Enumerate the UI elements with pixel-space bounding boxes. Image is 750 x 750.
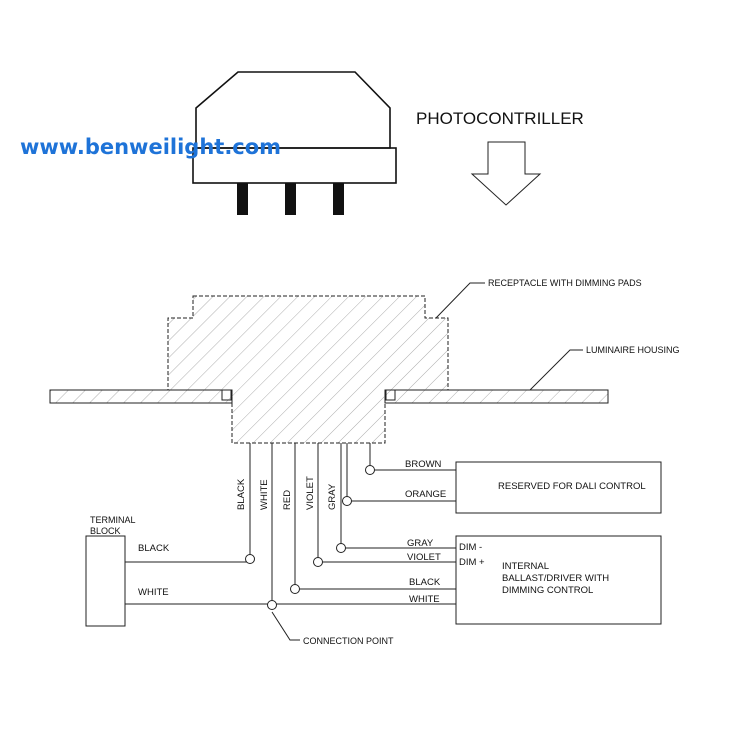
receptacle-body [167,295,449,444]
orange-wire-label: ORANGE [405,489,446,500]
ballast-label-3: DIMMING CONTROL [502,585,593,596]
wire-label-red: RED [282,490,293,510]
terminal-block [85,535,272,627]
down-arrow-icon [470,141,542,206]
black-wire-label: BLACK [409,577,441,588]
terminal-black-label: BLACK [138,543,170,554]
terminal-white-label: WHITE [138,587,169,598]
connection-points [245,465,375,610]
connection-point-gray [336,543,346,553]
receptacle-callout: RECEPTACLE WITH DIMMING PADS [488,278,642,288]
gray-wire-label: GRAY [407,538,434,549]
connection-point-callout: CONNECTION POINT [303,636,394,646]
watermark-text: www.benweilight.com [20,135,281,159]
photocontroller-drawing [192,71,397,215]
dali-box-label: RESERVED FOR DALI CONTROL [498,481,646,492]
white-wire-label: WHITE [409,594,440,605]
terminal-block-label-2: BLOCK [90,526,121,536]
connection-point-red [290,584,300,594]
photocontroller-title: PHOTOCONTRILLER [416,109,584,128]
wire-label-black: BLACK [236,478,247,510]
dali-box [347,461,662,514]
ballast-label-2: BALLAST/DRIVER WITH [502,573,609,584]
terminal-block-label-1: TERMINAL [90,515,136,525]
violet-wire-label: VIOLET [407,552,441,563]
housing-callout: LUMINAIRE HOUSING [586,345,680,355]
connection-point-brown [365,465,375,475]
dim-plus-label: DIM + [459,557,485,568]
connection-point-orange [342,496,352,506]
vertical-wires [249,443,371,604]
connection-point-black [245,554,255,564]
dim-minus-label: DIM - [459,542,482,553]
connection-point-violet [313,557,323,567]
wire-label-gray: GRAY [327,483,338,510]
wire-label-white: WHITE [259,479,270,510]
brown-wire-label: BROWN [405,459,442,470]
ballast-box [272,535,662,625]
ballast-label-1: INTERNAL [502,561,549,572]
wire-label-violet: VIOLET [305,476,316,510]
connection-point-white [267,600,277,610]
